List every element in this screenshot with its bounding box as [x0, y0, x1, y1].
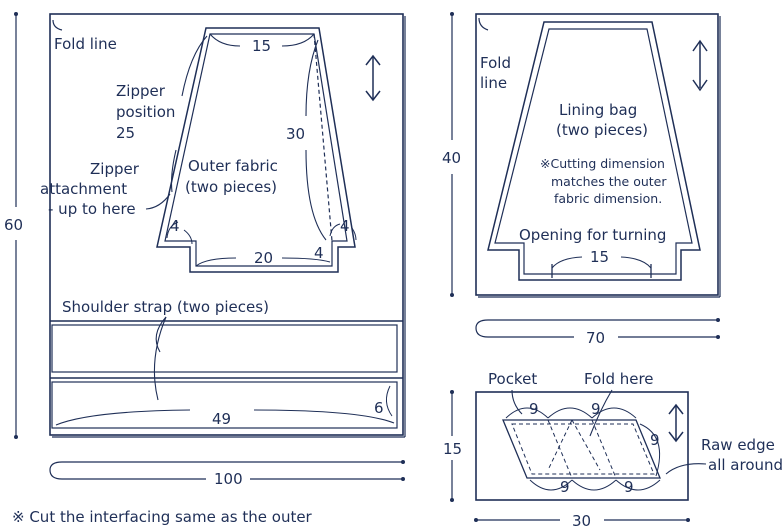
panel-width-dimension: 100 — [214, 470, 243, 488]
pocket-sheet — [475, 391, 689, 501]
outer-fabric-sheet — [49, 13, 404, 436]
zipper-attachment-label-1: Zipper — [90, 160, 140, 178]
outer-fabric-label: Outer fabric — [188, 157, 278, 175]
zipper-position-label-2: position — [116, 103, 175, 121]
pocket-height-dimension: 15 — [443, 440, 462, 458]
cutting-note-line-1: ※Cutting dimension — [540, 156, 665, 171]
cutting-note-line-3: fabric dimension. — [554, 191, 662, 206]
pocket-edge-label-1: 9 — [529, 400, 539, 418]
zipper-attachment-pointer — [145, 193, 171, 210]
raw-edge-label: Raw edge — [701, 436, 775, 454]
zipper-attachment-label-2: attachment — [40, 180, 127, 198]
pocket-grain-arrow-icon — [668, 403, 684, 443]
pocket-edge-label-3: 9 — [650, 431, 660, 449]
outer-fabric-sublabel: (two pieces) — [185, 178, 277, 196]
outer-fabric-panel: Fold line 15 30 Zipper position 25 Zippe… — [4, 12, 406, 526]
height-dimension: 30 — [286, 125, 305, 143]
lining-bag-sublabel: (two pieces) — [556, 121, 648, 139]
pocket-label: Pocket — [488, 370, 537, 388]
interfacing-footnote: ※ Cut the interfacing same as the outer — [12, 508, 313, 526]
pocket-edge-label-5: 9 — [624, 478, 634, 496]
opening-for-turning-label: Opening for turning — [519, 226, 666, 244]
opening-width-dimension: 15 — [590, 248, 609, 266]
panel-height-dimension: 60 — [4, 216, 23, 234]
grain-arrow-icon — [365, 54, 381, 102]
corner-bottom-dimension: 4 — [314, 244, 324, 262]
bottom-width-dimension: 20 — [254, 249, 273, 267]
fold-here-label: Fold here — [584, 370, 654, 388]
shoulder-strap-label: Shoulder strap (two pieces) — [62, 298, 269, 316]
lining-width-dimension: 70 — [586, 329, 605, 347]
corner-right-dimension-a: 4 — [340, 217, 350, 235]
shoulder-strap-piece-2 — [51, 381, 398, 429]
raw-edge-sublabel: all around — [708, 456, 783, 474]
lining-fold-label-2: line — [480, 74, 507, 92]
lining-sheet — [475, 13, 719, 296]
corner-left-dimension: 4 — [170, 217, 180, 235]
cutting-note-line-2: matches the outer — [551, 174, 667, 189]
shoulder-strap-piece-1 — [51, 324, 398, 373]
zipper-position-value: 25 — [116, 124, 135, 142]
strap-length-dimension: 49 — [212, 410, 231, 428]
strap-end-dimension: 6 — [374, 399, 384, 417]
lining-grain-arrow-icon — [692, 39, 708, 92]
pocket-edge-label-4: 9 — [560, 478, 570, 496]
top-width-dimension: 15 — [252, 37, 271, 55]
fold-line-label: Fold line — [54, 35, 117, 53]
lining-height-dimension: 40 — [442, 149, 461, 167]
pocket-panel: Pocket Fold here 9 9 9 9 9 Raw edge a — [443, 370, 783, 529]
zipper-position-label-1: Zipper — [116, 82, 166, 100]
zipper-attachment-label-3: - up to here — [48, 200, 136, 218]
pocket-piece — [502, 419, 661, 479]
pocket-edge-label-2: 9 — [591, 400, 601, 418]
outer-fabric-piece — [156, 27, 356, 273]
fold-dashed-line — [313, 33, 333, 242]
lining-bag-label: Lining bag — [559, 101, 637, 119]
lining-piece — [487, 21, 701, 281]
lining-fold-label-1: Fold — [480, 54, 511, 72]
pocket-width-dimension: 30 — [572, 512, 591, 529]
lining-panel: Fold line Lining bag (two pieces) ※Cutti… — [442, 12, 721, 347]
fold-line-marker — [52, 19, 63, 31]
